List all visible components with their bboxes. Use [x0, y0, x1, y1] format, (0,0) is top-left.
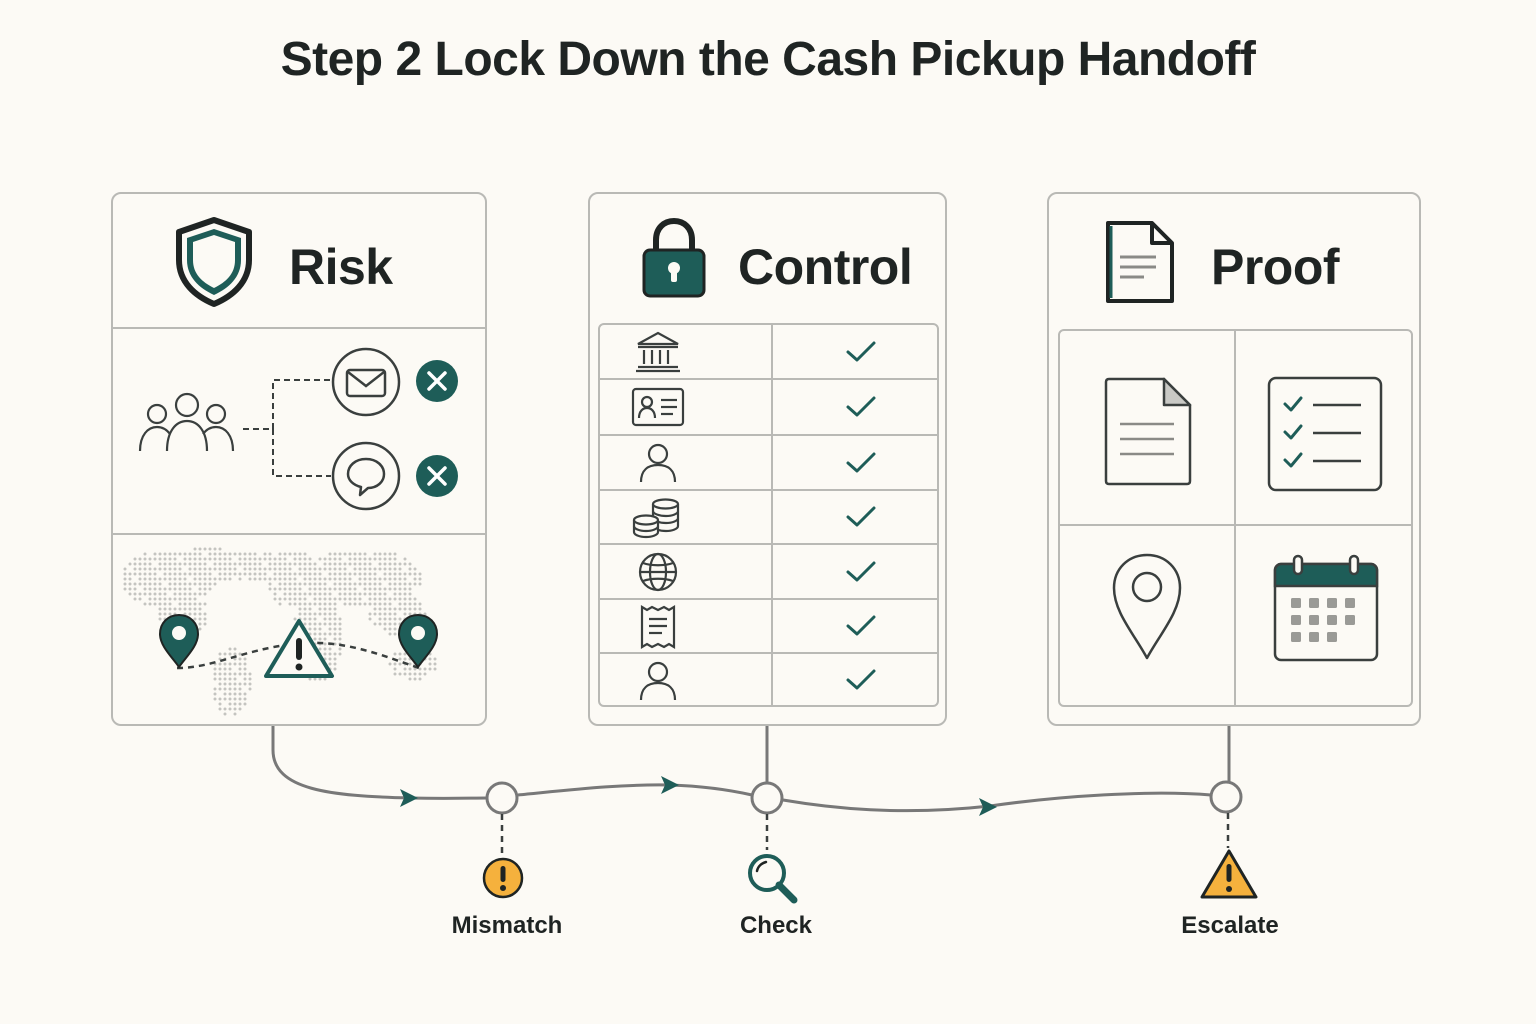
- warning-triangle-icon: [1200, 849, 1258, 899]
- checkmark-icon: [846, 615, 876, 636]
- globe-icon: [638, 552, 678, 592]
- flow-arrows: [400, 776, 997, 816]
- timeline-node-escalate: [1209, 780, 1243, 814]
- location-pin-icon: [1112, 553, 1182, 660]
- channel-connectors: [243, 379, 331, 477]
- timeline-label-check: Check: [739, 912, 813, 939]
- control-table-grid: [599, 324, 938, 706]
- receipt-icon: [640, 605, 676, 649]
- location-pin-icon: [397, 613, 439, 669]
- x-mark-icon: [416, 360, 458, 402]
- control-checklist-table: [598, 323, 939, 707]
- timeline-label-mismatch: Mismatch: [451, 912, 563, 939]
- timeline-node-mismatch: [485, 781, 519, 815]
- checkmark-icon: [846, 396, 876, 417]
- checkmark-icon: [846, 341, 876, 362]
- document-icon: [1104, 377, 1192, 486]
- timeline-nodes: [485, 780, 1243, 815]
- chat-bubble-icon: [331, 441, 401, 511]
- location-pin-icon: [158, 613, 200, 669]
- checkmark-icon: [846, 452, 876, 473]
- dotted-world-map: [123, 547, 437, 716]
- risk-panel-title: Risk: [289, 239, 393, 295]
- checkmark-icon: [846, 561, 876, 582]
- person-icon: [639, 443, 677, 483]
- timeline-label-escalate: Escalate: [1181, 912, 1279, 939]
- alert-circle-icon: [482, 857, 524, 899]
- proof-grid-lines: [1059, 330, 1412, 706]
- proof-panel: Proof: [1047, 192, 1421, 726]
- id-card-icon: [631, 387, 685, 427]
- checkmark-icon: [846, 506, 876, 527]
- page-title: Step 2 Lock Down the Cash Pickup Handoff: [280, 33, 1256, 86]
- coins-icon: [632, 498, 680, 539]
- document-icon: [1106, 221, 1174, 303]
- risk-panel: Risk: [111, 192, 487, 726]
- timeline-node-check: [750, 781, 784, 815]
- checklist-icon: [1267, 376, 1383, 492]
- bank-icon: [636, 331, 680, 373]
- people-group-icon: [138, 392, 235, 452]
- magnifier-icon: [748, 854, 798, 904]
- risk-channels-section: [113, 327, 485, 535]
- person-icon: [639, 661, 677, 701]
- x-mark-icon: [416, 455, 458, 497]
- control-panel: Control: [588, 192, 947, 726]
- shield-icon: [176, 217, 252, 307]
- control-panel-title: Control: [738, 239, 913, 295]
- calendar-icon: [1273, 554, 1379, 662]
- checkmark-icon: [846, 669, 876, 690]
- warning-triangle-icon: [264, 619, 334, 678]
- padlock-icon: [642, 217, 706, 298]
- route-line: [176, 641, 420, 670]
- proof-panel-title: Proof: [1211, 239, 1340, 295]
- node-drop-lines: [500, 813, 1230, 855]
- envelope-icon: [331, 347, 401, 417]
